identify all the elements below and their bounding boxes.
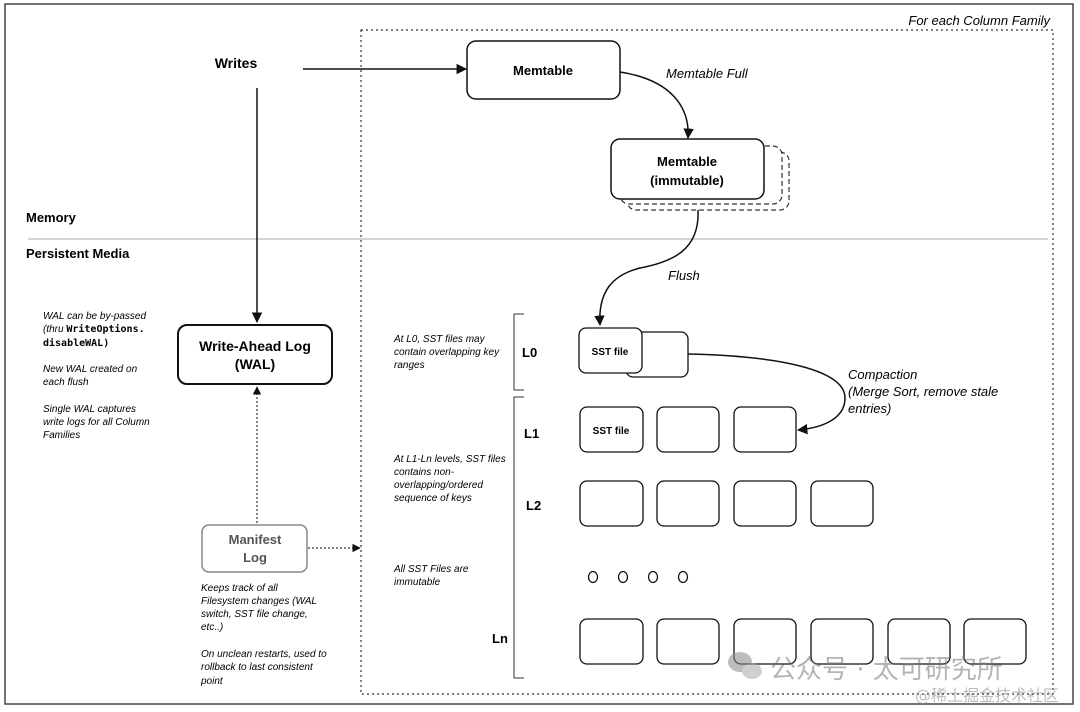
wechat-bubble [742,663,762,679]
manifest-note-line: etc..) [201,622,223,633]
l1-sst-file [579,406,644,453]
wal-box [177,324,333,385]
l1-ln-bracket [513,396,524,679]
wal-note-line: New WAL created on [43,364,138,375]
memory-label: Memory [26,210,77,225]
column-family-title: For each Column Family [908,13,1051,28]
wechat-icon [728,652,762,679]
ln-sst-file [963,618,1027,665]
l1-sst-file [656,406,720,453]
watermark: 公众号 · 太可研究所 @稀土掘金技术社区 [728,652,1059,705]
wal-line1: Write-Ahead Log [199,338,311,354]
manifest-box [201,524,308,573]
manifest-line2: Log [243,550,267,565]
immutable-memtable-box [610,138,765,200]
level-notes: At L0, SST files may contain overlapping… [393,334,506,588]
manifest-note-line: rollback to last consistent [201,662,314,673]
manifest-note-line: Keeps track of all [201,583,278,594]
ellipsis-dot [677,570,689,584]
compaction-line: (Merge Sort, remove stale [848,384,998,399]
wal-note-thru: (thru [43,324,66,335]
compaction-line: entries) [848,401,891,416]
level-label-ln: Ln [492,631,508,646]
l0-bracket [513,313,524,391]
ellipsis-dot [617,570,629,584]
ellipsis-dot [647,570,659,584]
watermark-line2: @稀土掘金技术社区 [915,686,1059,705]
manifest-note-line: Filesystem changes (WAL [201,596,317,607]
l1-ln-note-line: contains non- [394,467,455,478]
l1-ln-note-line: sequence of keys [394,493,472,504]
l1-sst-file [733,406,797,453]
manifest-note-line: switch, SST file change, [201,609,308,620]
l0-note-line: contain overlapping key [394,347,500,358]
l2-sst-file [810,480,874,527]
immutable-note-line: All SST Files are [393,564,469,575]
wal-notes: WAL can be by-passed (thru WriteOptions.… [43,311,150,441]
wal-line2: (WAL) [235,356,275,372]
immutable-note-line: immutable [394,577,441,588]
ln-sst-file [733,618,797,665]
level-ellipsis [587,570,689,584]
watermark-line1: 公众号 · 太可研究所 [770,655,1003,685]
l0-note-line: At L0, SST files may [393,334,486,345]
compaction-line: Compaction [848,367,917,382]
compaction-arrow [687,353,846,435]
writes-label: Writes [215,55,258,71]
ln-sst-file [579,618,644,665]
wal-note-line: (thru WriteOptions. [43,323,145,335]
column-family-region [360,29,1054,695]
manifest-note-line: On unclean restarts, used to [201,649,327,660]
l2-sst-file [656,480,720,527]
flush-arrow [594,209,699,327]
persistent-media-label: Persistent Media [26,246,130,261]
l1-ln-note-line: overlapping/ordered [394,480,483,491]
l2-sst-file [579,480,644,527]
l0-sst-file-front [578,327,643,374]
l1-ln-note-line: At L1-Ln levels, SST files [393,454,506,465]
memtable-full-label: Memtable Full [666,66,749,81]
memtable-full-arrow [619,71,694,140]
ln-sst-file [810,618,874,665]
wal-note-line: write logs for all Column [43,417,150,428]
level-label-l0: L0 [522,345,537,360]
l0-note-line: ranges [394,360,425,371]
ln-sst-file [656,618,720,665]
manifest-line1: Manifest [229,532,282,547]
wal-note-line: Families [43,430,80,441]
immutable-memtable-line1: Memtable [657,154,717,169]
l1-sst-file-label: SST file [593,426,630,437]
wal-note-code: WriteOptions. [66,323,144,335]
wal-note-line: WAL can be by-passed [43,311,146,322]
wal-note-line: Single WAL captures [43,404,136,415]
wal-note-code: disableWAL) [43,337,109,349]
l2-sst-file [733,480,797,527]
manifest-note-line: point [200,676,224,687]
memtable-box [466,40,621,100]
ellipsis-dot [587,570,599,584]
immutable-memtable-line2: (immutable) [650,173,724,188]
level-label-l1: L1 [524,426,539,441]
outer-frame [4,3,1074,705]
wal-note-line: each flush [43,377,89,388]
memtable-label: Memtable [513,63,573,78]
l0-sst-file-label: SST file [592,347,629,358]
manifest-notes: Keeps track of all Filesystem changes (W… [200,583,327,687]
flush-label: Flush [668,268,700,283]
ln-sst-file [887,618,951,665]
level-label-l2: L2 [526,498,541,513]
